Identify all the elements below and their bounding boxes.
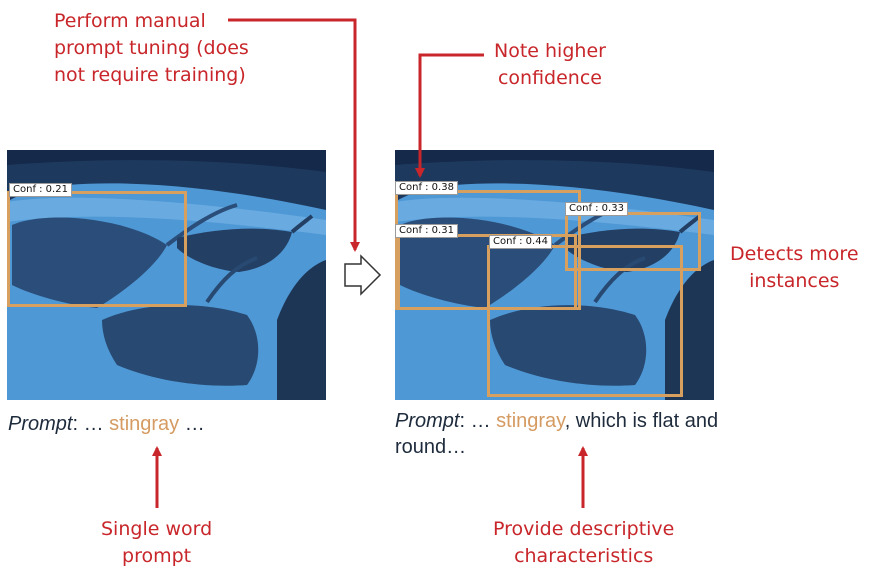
prompt-keyword: stingray	[496, 410, 565, 432]
annotation-single-word: Single word prompt	[101, 518, 213, 567]
right-detection-image: Conf : 0.38 Conf : 0.33 Conf : 0.31 Conf…	[395, 150, 714, 400]
annotation-tuning: Perform manual prompt tuning (does not r…	[54, 10, 249, 86]
annotation-instances: Detects more instances	[730, 243, 859, 292]
prompt-prefix: : …	[72, 413, 110, 435]
prompt-label: Prompt	[395, 410, 460, 432]
prompt-suffix: …	[179, 413, 205, 435]
prompt-suffix: , which is flat and round…	[395, 410, 719, 458]
confidence-label-right-4: Conf : 0.44	[489, 235, 552, 249]
detection-box-right-2	[565, 212, 701, 271]
prompt-keyword: stingray	[109, 413, 180, 435]
prompt-label: Prompt	[8, 413, 73, 435]
confidence-label-right-3: Conf : 0.31	[395, 224, 458, 238]
detection-box-right-4	[487, 245, 683, 397]
annotation-descriptive: Provide descriptive characteristics	[493, 518, 675, 567]
left-prompt: Prompt: … stingray …	[8, 411, 328, 437]
right-prompt: Prompt: … stingray, which is flat and ro…	[395, 408, 725, 460]
confidence-label-right-2: Conf : 0.33	[565, 202, 628, 216]
prompt-prefix: : …	[459, 410, 497, 432]
annotation-confidence: Note higher confidence	[494, 40, 606, 89]
detection-box-left-1	[7, 191, 187, 307]
confidence-label-left-1: Conf : 0.21	[9, 183, 72, 197]
confidence-label-right-1: Conf : 0.38	[395, 181, 458, 195]
left-detection-image: Conf : 0.21	[7, 150, 326, 400]
transition-arrow-icon	[344, 254, 382, 296]
